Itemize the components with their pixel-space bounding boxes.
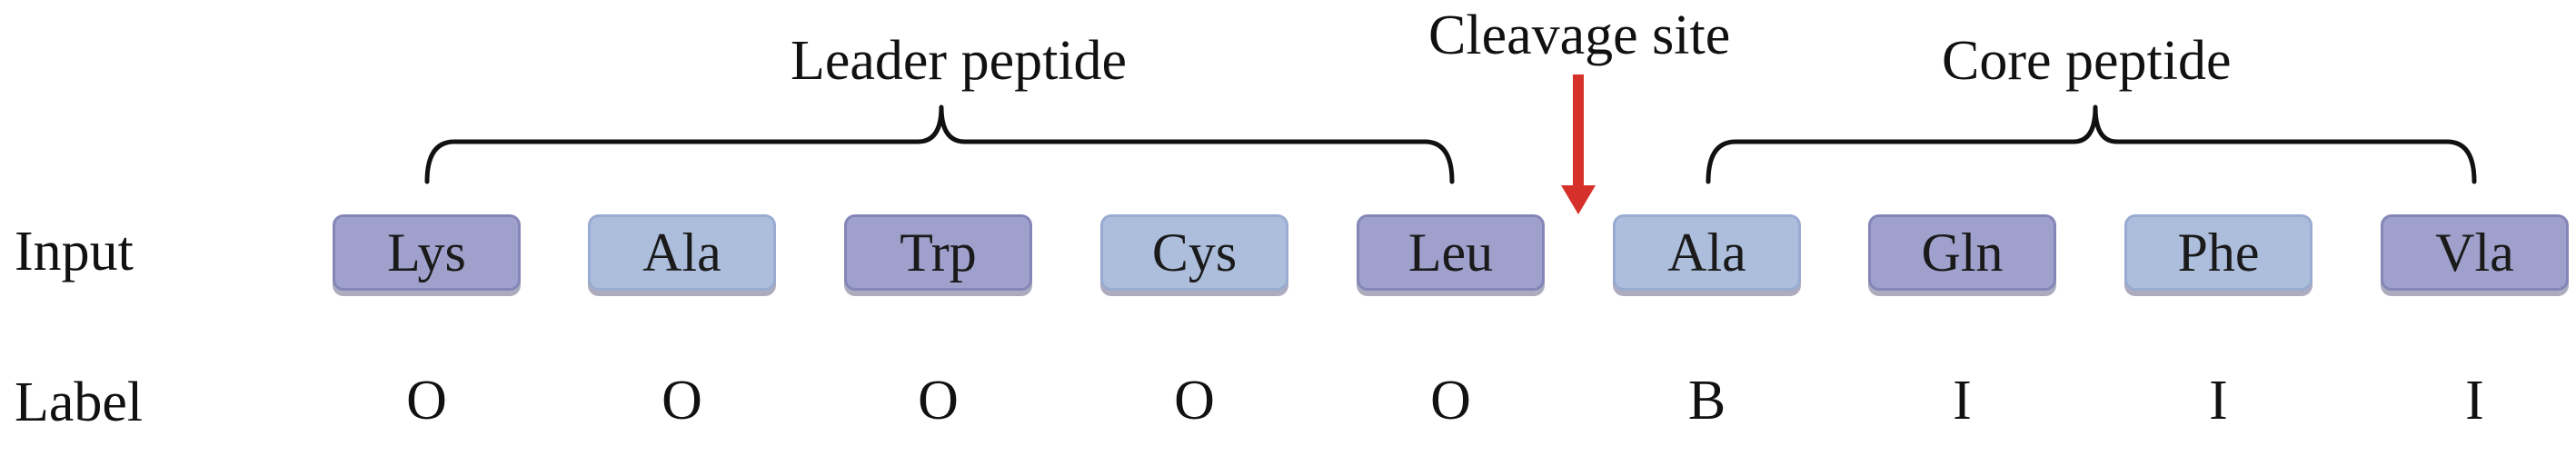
cleavage-site-title: Cleavage site xyxy=(1428,5,1731,66)
core-peptide-bracket xyxy=(1706,104,2477,184)
label-ala-1: O xyxy=(661,370,702,431)
token-cys: Cys xyxy=(1100,214,1288,291)
token-trp: Trp xyxy=(844,214,1032,291)
label-trp: O xyxy=(918,370,959,431)
label-leu: O xyxy=(1430,370,1471,431)
leader-peptide-title: Leader peptide xyxy=(791,30,1128,92)
label-lys: O xyxy=(406,370,447,431)
label-cys: O xyxy=(1174,370,1215,431)
label-ala-2: B xyxy=(1687,370,1726,431)
token-lys: Lys xyxy=(333,214,521,291)
token-ala-2: Ala xyxy=(1613,214,1801,291)
token-leu: Leu xyxy=(1357,214,1545,291)
input-row-label: Input xyxy=(15,221,134,283)
label-vla: I xyxy=(2465,370,2484,431)
token-ala-1: Ala xyxy=(588,214,776,291)
leader-peptide-bracket xyxy=(424,104,1455,184)
label-gln: I xyxy=(1953,370,1972,431)
core-peptide-title: Core peptide xyxy=(1942,30,2232,92)
token-gln: Gln xyxy=(1868,214,2056,291)
label-row-label: Label xyxy=(15,372,144,433)
token-phe: Phe xyxy=(2124,214,2312,291)
label-phe: I xyxy=(2209,370,2228,431)
cleavage-site-arrow xyxy=(1561,74,1596,214)
token-vla: Vla xyxy=(2381,214,2569,291)
